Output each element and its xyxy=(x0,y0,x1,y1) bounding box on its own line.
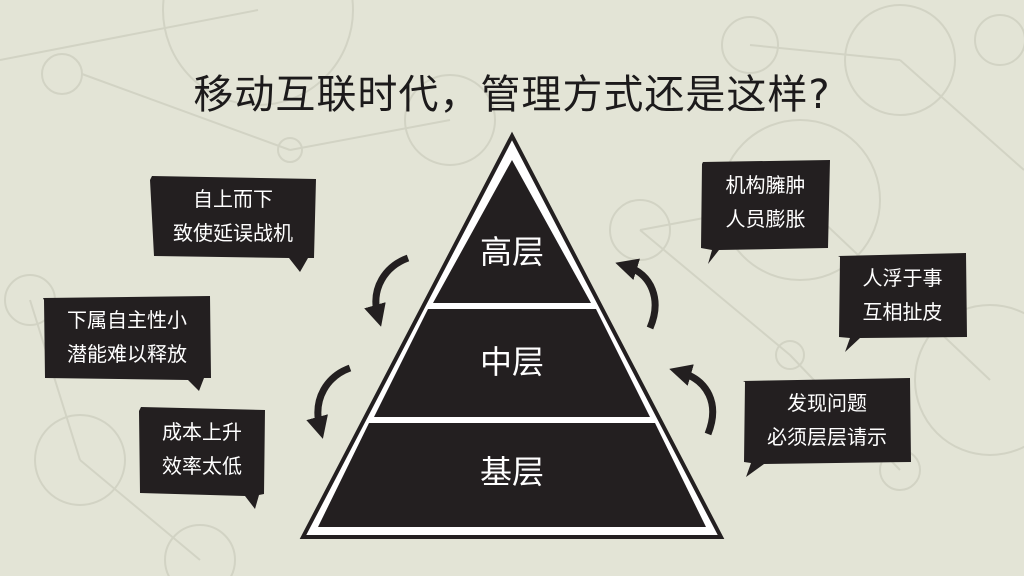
bubble-text-line: 潜能难以释放 xyxy=(67,342,187,366)
bubble-text-line: 互相扯皮 xyxy=(862,300,943,324)
speech-bubble-right-3: 发现问题 必须层层请示 xyxy=(743,378,911,477)
speech-bubble-left-2: 下属自主性小 潜能难以释放 xyxy=(43,296,211,391)
curved-arrow-right-top xyxy=(615,258,659,330)
bubble-text-line: 发现问题 xyxy=(787,391,867,415)
bubble-text-line: 成本上升 xyxy=(162,420,242,444)
bubble-text-line: 必须层层请示 xyxy=(767,425,887,449)
pyramid-tier-top xyxy=(433,160,591,303)
curved-arrow-right-bottom xyxy=(669,364,717,436)
pyramid-tier-middle xyxy=(374,309,650,417)
bubble-text-line: 效率太低 xyxy=(162,454,242,478)
bubble-text-line: 下属自主性小 xyxy=(67,308,187,332)
bubble-text-line: 人员膨胀 xyxy=(725,207,806,231)
speech-bubble-right-1: 机构臃肿 人员膨胀 xyxy=(701,160,830,264)
page-title: 移动互联时代，管理方式还是这样? xyxy=(193,72,831,118)
bubble-text-line: 致使延误战机 xyxy=(173,221,293,245)
curved-arrow-left-bottom xyxy=(306,364,352,439)
speech-bubble-left-1: 自上而下 致使延误战机 xyxy=(150,176,316,272)
pyramid-label-middle: 中层 xyxy=(480,343,544,381)
pyramid-label-base: 基层 xyxy=(480,453,544,491)
bubble-text-line: 人浮于事 xyxy=(862,266,943,290)
bubble-text-line: 机构臃肿 xyxy=(725,173,806,197)
bubble-text-line: 自上而下 xyxy=(193,187,273,211)
curved-arrow-left-top xyxy=(364,254,410,327)
speech-bubble-left-3: 成本上升 效率太低 xyxy=(139,407,265,509)
speech-bubble-right-2: 人浮于事 互相扯皮 xyxy=(838,253,967,352)
pyramid-label-top: 高层 xyxy=(480,233,544,271)
pyramid-tier-base xyxy=(318,423,706,527)
